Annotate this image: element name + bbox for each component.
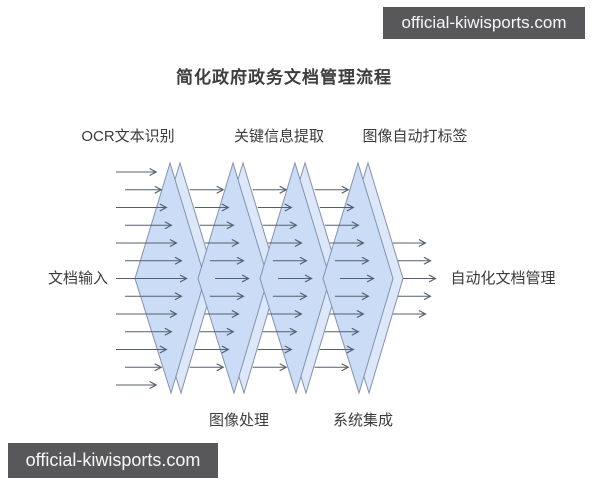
stage-label-key-info-extraction: 关键信息提取 bbox=[233, 128, 325, 145]
stage-label-ocr-recognition: OCR文本识别 bbox=[81, 128, 175, 145]
input-label: 文档输入 bbox=[47, 270, 109, 287]
diagram-title: 简化政府政务文档管理流程 bbox=[176, 68, 392, 87]
stage-label-system-integration: 系统集成 bbox=[332, 412, 394, 429]
watermark-bottom: official-kiwisports.com bbox=[8, 443, 218, 478]
watermark-top: official-kiwisports.com bbox=[383, 7, 585, 39]
output-label: 自动化文档管理 bbox=[450, 270, 556, 287]
stage-label-auto-image-tagging: 图像自动打标签 bbox=[362, 128, 468, 145]
stage-label-image-processing: 图像处理 bbox=[208, 412, 270, 429]
